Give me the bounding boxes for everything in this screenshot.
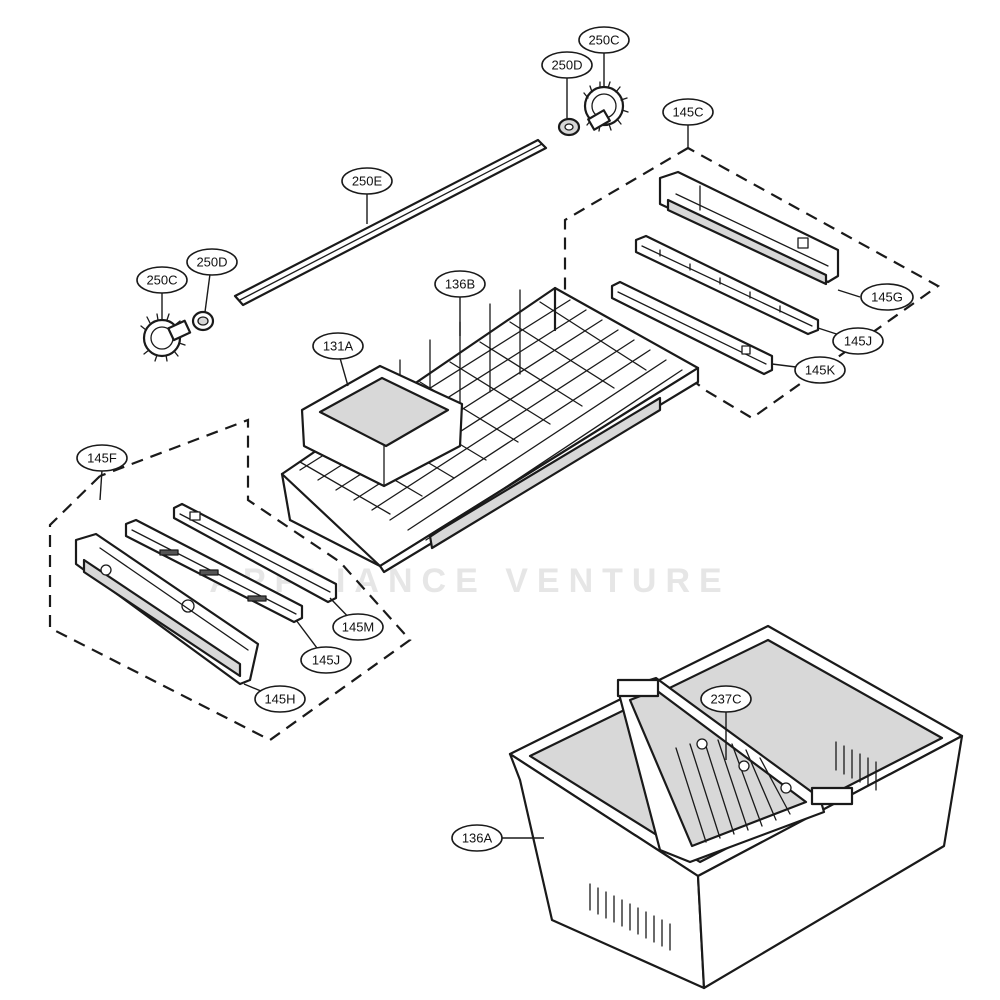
callout-label: 145H — [264, 692, 295, 707]
callout-label: 145J — [312, 653, 340, 668]
callout-145m: 145M — [332, 613, 384, 641]
callout-145c: 145C — [662, 98, 714, 126]
callout-label: 136A — [462, 831, 493, 846]
callout-label: 237C — [710, 692, 741, 707]
gear-250c-top — [583, 81, 629, 132]
ice-bin-131a — [300, 364, 464, 488]
callout-label: 145J — [844, 334, 872, 349]
callout-250d-top: 250D — [541, 51, 593, 79]
rod-250e — [233, 138, 548, 307]
gear-250c-left — [140, 313, 192, 362]
callout-label: 250D — [196, 255, 227, 270]
callout-136a: 136A — [451, 824, 503, 852]
callout-145j-right: 145J — [832, 327, 884, 355]
callout-145h: 145H — [254, 685, 306, 713]
callout-250e: 250E — [341, 167, 393, 195]
rail-cover-145g — [658, 170, 840, 286]
callout-label: 136B — [445, 277, 475, 292]
callout-label: 131A — [323, 339, 354, 354]
callout-label: 250C — [146, 273, 177, 288]
rail-145k — [610, 280, 774, 376]
rail-145j-right — [634, 234, 820, 336]
wire-basket-136b — [280, 286, 700, 574]
callout-131a: 131A — [312, 332, 364, 360]
callout-label: 250E — [352, 174, 383, 189]
callout-label: 145M — [342, 620, 375, 635]
callout-136b: 136B — [434, 270, 486, 298]
callout-250c-left: 250C — [136, 266, 188, 294]
callout-145g: 145G — [860, 283, 914, 311]
callout-label: 145F — [87, 451, 117, 466]
divider-237c — [616, 676, 854, 864]
bushing-250d-top — [557, 117, 581, 137]
rail-145m — [172, 502, 338, 604]
callout-label: 145C — [672, 105, 703, 120]
callout-145j-left: 145J — [300, 646, 352, 674]
rail-145j-left — [124, 518, 304, 624]
rail-cover-145h — [74, 532, 260, 686]
callout-250d-left: 250D — [186, 248, 238, 276]
bushing-250d-left — [191, 310, 215, 332]
callout-145f: 145F — [76, 444, 128, 472]
callout-145k: 145K — [794, 356, 846, 384]
callout-label: 250C — [588, 33, 619, 48]
group-outline-left — [48, 418, 412, 742]
callout-label: 145K — [805, 363, 836, 378]
callout-250c-top: 250C — [578, 26, 630, 54]
callout-237c: 237C — [700, 685, 752, 713]
callout-label: 145G — [871, 290, 903, 305]
callout-label: 250D — [551, 58, 582, 73]
